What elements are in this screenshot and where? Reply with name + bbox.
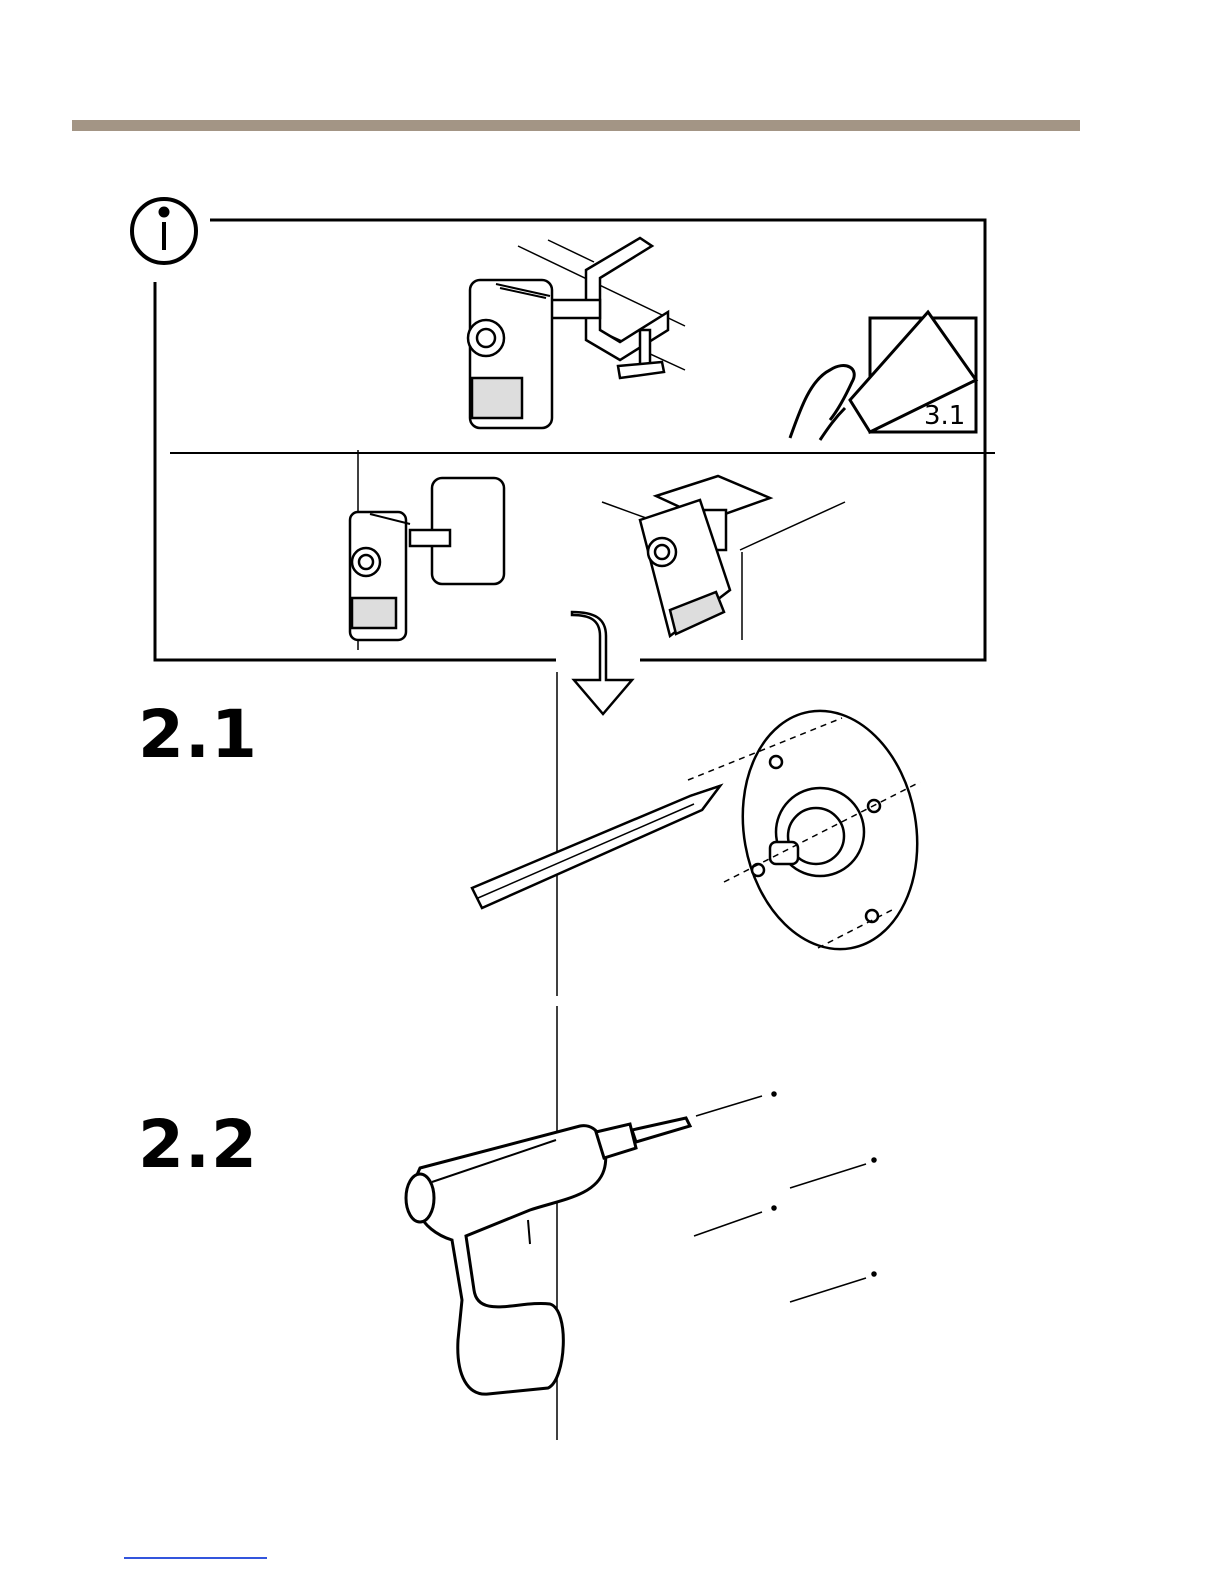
drill-guide-lines [694, 1092, 876, 1302]
info-icon [132, 199, 196, 263]
drill-illustration [406, 1118, 690, 1394]
camera-clamp-illustration [468, 238, 685, 428]
info-box [155, 220, 995, 660]
pencil-illustration [472, 786, 720, 908]
mounting-plate-illustration [688, 697, 936, 963]
reference-label-3-1: 3.1 [924, 401, 965, 431]
camera-wall-mount-illustration [350, 450, 504, 650]
step-number-2-1: 2.1 [138, 702, 258, 768]
step-number-2-2: 2.2 [138, 1112, 258, 1178]
footer-link-underline[interactable] [124, 1557, 267, 1559]
down-arrow-icon [572, 612, 632, 714]
camera-ceiling-mount-illustration [602, 476, 845, 640]
